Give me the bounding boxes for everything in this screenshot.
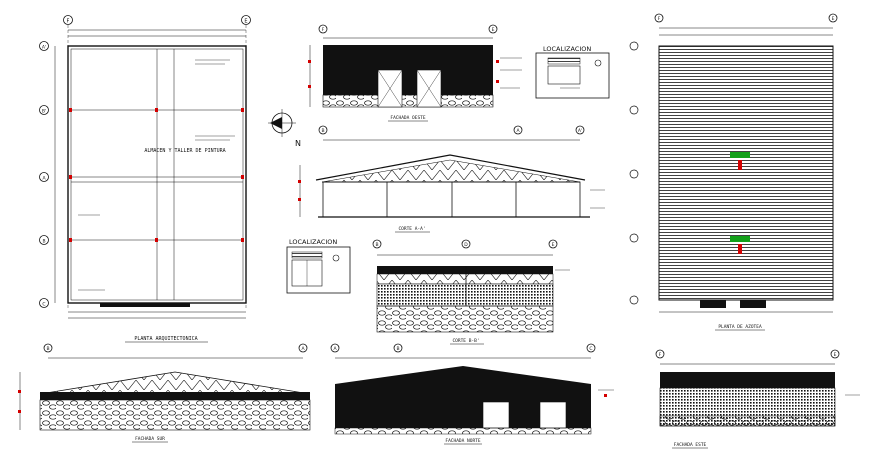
drawing-title: LOCALIZACION	[289, 238, 337, 246]
grid-label: B	[396, 346, 399, 352]
drawing-title: FACHADA SUR	[135, 436, 165, 442]
grid-label: F	[658, 16, 661, 22]
grid-label: E	[244, 19, 247, 25]
grid-bubble	[63, 15, 73, 25]
fachada-sur: B A FACHADA SUR	[18, 343, 311, 443]
grid-label: D	[464, 242, 468, 248]
fachada-norte: A B C FACHADA NORTE	[330, 343, 614, 445]
fachada-este: F E FACHADA ESTE	[655, 349, 860, 449]
room-label: ALMACEN Y TALLER DE PINTURA	[144, 148, 225, 154]
grid-label: C	[42, 302, 45, 308]
grid-label: E	[492, 27, 495, 33]
grid-label: A	[333, 346, 337, 352]
grid-label: A	[516, 128, 520, 134]
grid-label: E	[832, 16, 835, 22]
drawing-title: CORTE B-B'	[452, 338, 479, 344]
planta-azotea: F E PLANTA DE AZOTEA	[629, 13, 838, 331]
drawing-title: FACHADA OESTE	[390, 115, 426, 121]
grid-label: B	[375, 242, 378, 248]
grid-bubble	[241, 15, 251, 25]
grid-label: F	[322, 27, 325, 33]
drawing-title: LOCALIZACION	[543, 45, 591, 53]
drawing-title: FACHADA ESTE	[674, 442, 707, 448]
grid-label: A'	[578, 128, 582, 134]
grid-label: B	[321, 128, 324, 134]
drawing-title: FACHADA NORTE	[445, 438, 481, 444]
grid-label: A	[42, 176, 46, 182]
corte-bb: B D E CORTE B-B'	[372, 239, 570, 345]
drawing-title: CORTE A-A'	[398, 226, 425, 232]
grid-label: F	[67, 19, 70, 25]
grid-label: C	[589, 346, 592, 352]
grid-label: B	[42, 239, 45, 245]
north-label: N	[295, 139, 301, 148]
corte-aa: B A A' CORTE A-A'	[298, 125, 605, 233]
north-arrow: N	[268, 109, 301, 148]
grid-label: F	[659, 352, 662, 358]
grid-label: E	[552, 242, 555, 248]
grid-label: B	[46, 346, 49, 352]
grid-label: A'	[42, 45, 46, 51]
grid-label: E	[834, 352, 837, 358]
drawing-title: PLANTA ARQUITECTONICA	[134, 336, 197, 342]
localizacion-2: LOCALIZACION	[286, 238, 351, 294]
floor-plan: F E A' B' A B C	[39, 15, 251, 343]
fachada-oeste: F E FACHADA OESTE	[308, 24, 522, 122]
grid-label: A	[301, 346, 305, 352]
grid-label: B'	[42, 109, 46, 115]
drawing-title: PLANTA DE AZOTEA	[718, 324, 762, 330]
localizacion-1: LOCALIZACION	[535, 45, 610, 99]
